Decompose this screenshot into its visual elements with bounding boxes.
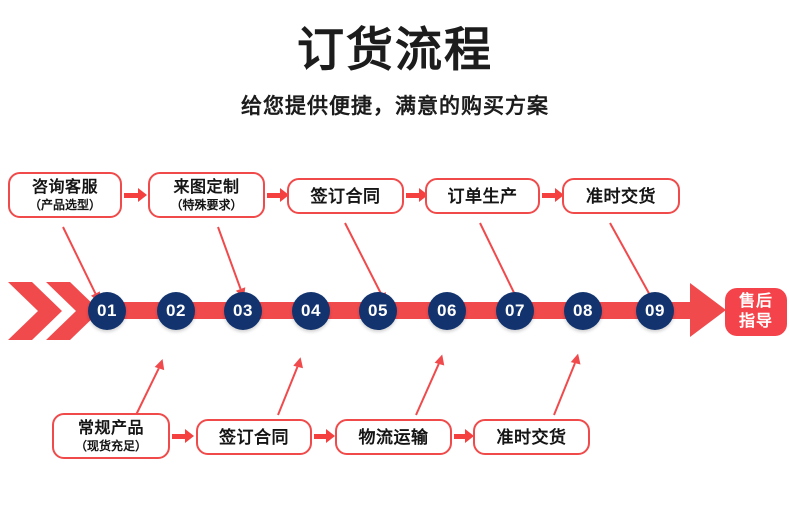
top-connector-4-5 xyxy=(542,188,564,202)
top-step-2-note: （特殊要求） xyxy=(170,197,243,212)
top-connector-1-2 xyxy=(124,188,147,202)
timeline-circle-06[interactable]: 06 xyxy=(428,292,466,330)
top-step-5-title: 准时交货 xyxy=(586,186,656,206)
bottom-step-4-title: 准时交货 xyxy=(496,427,567,447)
top-step-box-5[interactable]: 准时交货 xyxy=(562,178,680,214)
top-step-box-1[interactable]: 咨询客服 （产品选型） xyxy=(8,172,122,218)
after-sales-badge[interactable]: 售后 指导 xyxy=(725,288,787,336)
arrow-right-icon xyxy=(138,188,147,202)
arrow-right-icon xyxy=(465,429,474,443)
top-step-1-note: （产品选型） xyxy=(28,197,101,212)
top-step-3-title: 签订合同 xyxy=(310,186,381,206)
connector-line xyxy=(277,366,299,416)
top-step-1-title: 咨询客服 xyxy=(31,178,98,196)
bottom-step-1-title: 常规产品 xyxy=(77,419,144,437)
after-sales-line-2: 指导 xyxy=(738,313,773,330)
connector-shaft xyxy=(172,433,185,439)
top-connector-2-3 xyxy=(267,188,289,202)
connector-shaft xyxy=(406,192,419,198)
connector-shaft xyxy=(267,192,280,198)
diagonal-connector-bottom-2 xyxy=(273,356,306,417)
top-step-2-title: 来图定制 xyxy=(173,178,240,196)
timeline-circle-03[interactable]: 03 xyxy=(224,292,262,330)
arrow-right-icon xyxy=(185,429,194,443)
timeline-circle-02[interactable]: 02 xyxy=(157,292,195,330)
bottom-step-1-note: （现货充足） xyxy=(74,438,147,453)
arrow-right-icon xyxy=(555,188,564,202)
top-connector-3-4 xyxy=(406,188,428,202)
connector-line xyxy=(553,362,576,416)
diagonal-connector-bottom-1 xyxy=(132,357,168,417)
bottom-connector-3-4 xyxy=(454,429,474,443)
connector-shaft xyxy=(454,433,465,439)
bottom-connector-2-3 xyxy=(314,429,335,443)
top-step-4-title: 订单生产 xyxy=(447,186,518,206)
page-title: 订货流程 xyxy=(297,23,493,76)
timeline-circle-07[interactable]: 07 xyxy=(496,292,534,330)
connector-line xyxy=(415,363,440,416)
timeline-circle-04[interactable]: 04 xyxy=(292,292,330,330)
page-subtitle: 给您提供便捷，满意的购买方案 xyxy=(241,95,549,118)
arrow-right-icon xyxy=(326,429,335,443)
timeline-circle-08[interactable]: 08 xyxy=(564,292,602,330)
diagonal-connector-bottom-3 xyxy=(411,353,447,417)
bottom-step-box-4[interactable]: 准时交货 xyxy=(473,419,590,455)
top-step-box-4[interactable]: 订单生产 xyxy=(425,178,540,214)
arrow-head-icon xyxy=(293,356,306,369)
diagonal-connector-bottom-4 xyxy=(549,352,583,417)
diagonal-connector-top-2 xyxy=(213,225,249,301)
bottom-step-box-2[interactable]: 签订合同 xyxy=(196,419,312,455)
timeline-circle-01[interactable]: 01 xyxy=(88,292,126,330)
connector-line xyxy=(135,367,160,416)
connector-shaft xyxy=(314,433,326,439)
bottom-connector-1-2 xyxy=(172,429,194,443)
arrow-right-icon xyxy=(419,188,428,202)
connector-line xyxy=(217,226,242,290)
timeline-arrow-head-icon xyxy=(690,283,726,337)
timeline-circle-05[interactable]: 05 xyxy=(359,292,397,330)
connector-shaft xyxy=(124,192,138,198)
timeline-circle-09[interactable]: 09 xyxy=(636,292,674,330)
bottom-step-box-1[interactable]: 常规产品 （现货充足） xyxy=(52,413,170,459)
bottom-step-box-3[interactable]: 物流运输 xyxy=(335,419,452,455)
chevron-double-left-icon xyxy=(8,282,92,340)
after-sales-line-1: 售后 xyxy=(738,293,773,310)
connector-line xyxy=(344,222,383,295)
top-step-box-3[interactable]: 签订合同 xyxy=(287,178,404,214)
connector-line xyxy=(609,222,652,297)
arrow-right-icon xyxy=(280,188,289,202)
bottom-step-3-title: 物流运输 xyxy=(358,427,429,447)
top-step-box-2[interactable]: 来图定制 （特殊要求） xyxy=(148,172,265,218)
connector-line xyxy=(479,222,517,298)
bottom-step-2-title: 签订合同 xyxy=(219,427,289,447)
connector-shaft xyxy=(542,192,555,198)
arrow-head-icon xyxy=(570,352,583,365)
